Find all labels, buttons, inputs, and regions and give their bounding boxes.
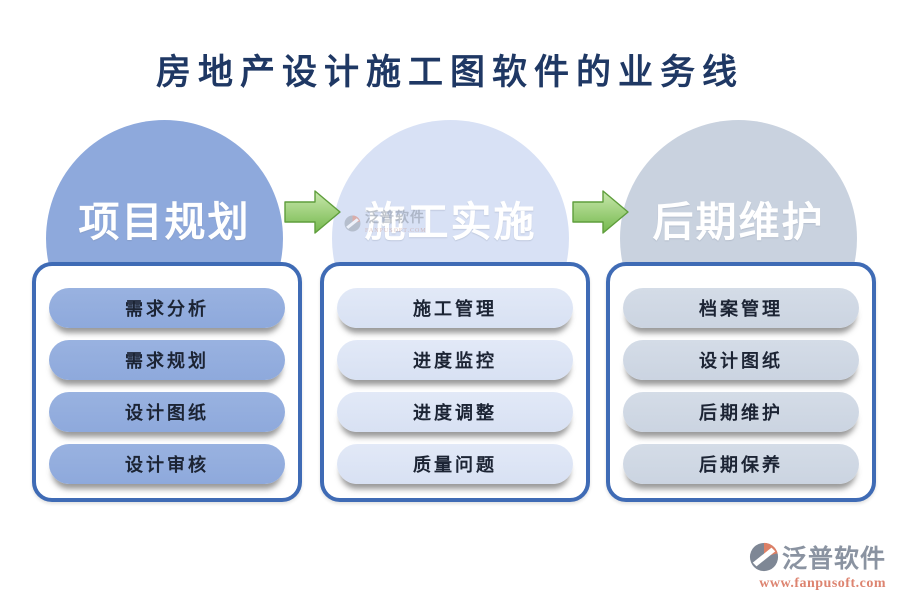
fanpu-logo-icon [344, 215, 361, 231]
stage-label: 施工实施 [364, 198, 537, 245]
list-item: 设计审核 [49, 444, 285, 484]
footer-brand-block: 泛普软件 www.fanpusoft.com [749, 539, 886, 592]
watermark-sub: FANPUSOFT.COM [365, 228, 427, 234]
list-item: 需求规划 [49, 340, 285, 380]
list-item: 质量问题 [337, 444, 573, 484]
list-item: 后期保养 [623, 444, 859, 484]
stage-panel-maintenance: 档案管理 设计图纸 后期维护 后期保养 [606, 262, 876, 502]
stage-label: 项目规划 [78, 198, 251, 245]
list-item: 需求分析 [49, 288, 285, 328]
stage-panel-construction: 施工管理 进度监控 进度调整 质量问题 [320, 262, 590, 502]
stage-panel-planning: 需求分析 需求规划 设计图纸 设计审核 [32, 262, 302, 502]
stage-label: 后期维护 [652, 198, 825, 245]
list-item: 档案管理 [623, 288, 859, 328]
list-item: 进度调整 [337, 392, 573, 432]
list-item: 设计图纸 [623, 340, 859, 380]
list-item: 后期维护 [623, 392, 859, 432]
flow-arrow-icon [284, 190, 341, 234]
list-item: 进度监控 [337, 340, 573, 380]
list-item: 设计图纸 [49, 392, 285, 432]
watermark: 泛普软件 FANPUSOFT.COM [344, 212, 427, 234]
brand-url-link[interactable]: www.fanpusoft.com [759, 576, 886, 591]
page-title: 房地产设计施工图软件的业务线 [155, 53, 744, 92]
flow-arrow-icon [572, 190, 629, 234]
list-item: 施工管理 [337, 288, 573, 328]
brand-name: 泛普软件 [781, 546, 886, 573]
fanpu-logo-icon [749, 542, 779, 572]
watermark-brand: 泛普软件 [365, 211, 425, 226]
